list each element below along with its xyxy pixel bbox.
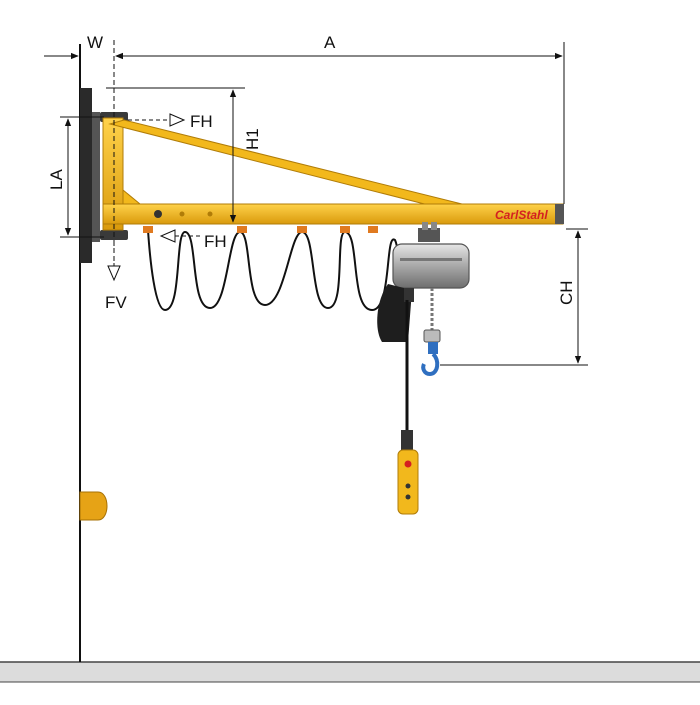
electric-hoist	[392, 243, 470, 289]
brand-logo: CarlStahl	[495, 208, 548, 222]
hook	[421, 342, 440, 377]
dimension-a	[115, 42, 565, 204]
festoon-cable	[143, 226, 400, 336]
jib-beam	[102, 188, 564, 225]
label-ch: CH	[557, 280, 576, 305]
wall-bumper	[79, 491, 108, 521]
force-fh-top	[128, 113, 186, 127]
hoist-chain	[423, 288, 441, 345]
hoist-trolley	[418, 222, 440, 242]
label-w: W	[87, 33, 103, 52]
label-fv: FV	[105, 293, 127, 312]
dimension-ch	[440, 228, 588, 366]
label-la: LA	[47, 169, 66, 190]
cable-reel	[377, 284, 414, 342]
force-fv	[107, 242, 121, 282]
label-fh-top: FH	[190, 112, 213, 131]
force-fh-bottom	[159, 229, 200, 243]
dimension-h1	[106, 87, 245, 223]
jib-brace	[108, 119, 471, 211]
label-h1: H1	[243, 128, 262, 150]
floor	[0, 661, 700, 683]
label-a: A	[324, 33, 336, 52]
pendant-control	[397, 430, 419, 515]
jib-column	[102, 117, 124, 231]
label-fh-bottom: FH	[204, 232, 227, 251]
dimension-la	[60, 116, 104, 238]
